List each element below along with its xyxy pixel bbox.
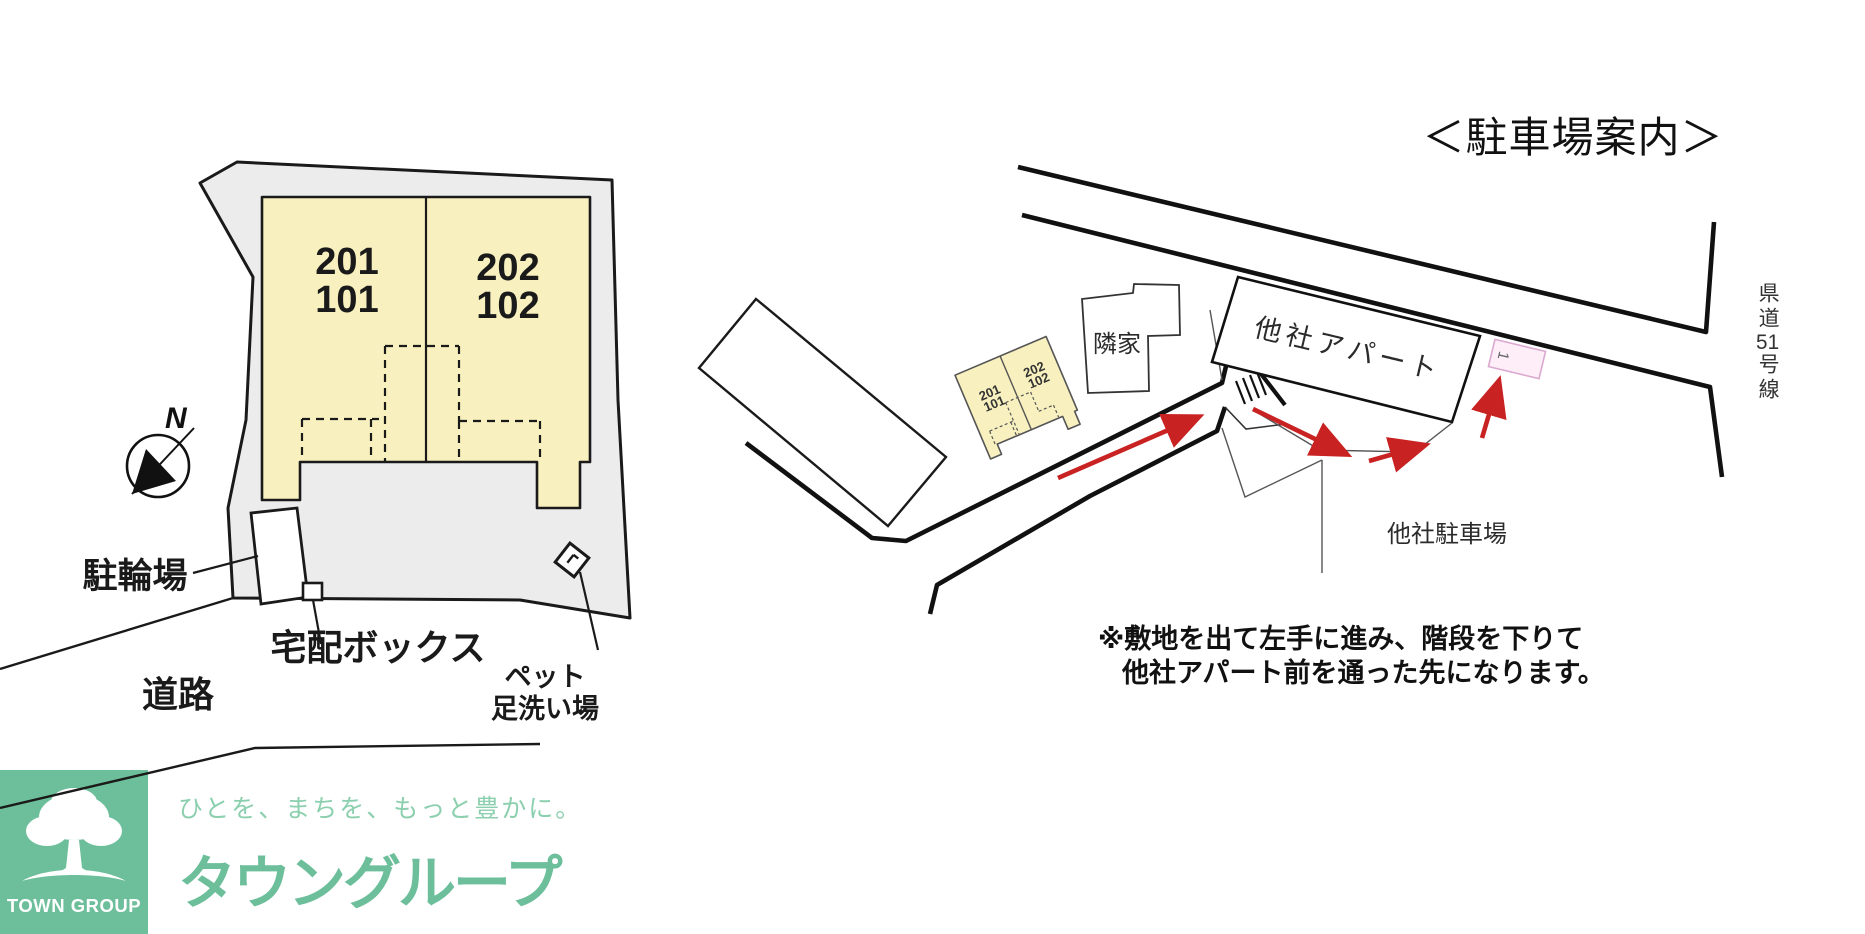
neighbor-house-outline — [1081, 283, 1181, 394]
pet-wash-marker — [553, 541, 591, 579]
footer-tagline: ひとを、まちを、もっと豊かに。 — [178, 795, 582, 823]
apartment-front-thin-line — [1252, 409, 1453, 453]
assigned-parking-space: 1 — [1487, 338, 1547, 380]
pet-wash-label-line1: ペット — [505, 662, 586, 692]
footer-brand: タウングループ — [178, 851, 563, 916]
delivery-box-marker — [301, 581, 324, 602]
parking-guide-map: 隣家 201 101 202 102 他社アパート 1 — [697, 164, 1725, 688]
route-sign-number: 51 — [1756, 332, 1780, 353]
road-label: 道路 — [142, 674, 215, 715]
access-road-lower-line — [927, 406, 1228, 615]
logo-text: TOWN GROUP — [7, 895, 141, 916]
other-parking-label: 他社駐車場 — [1387, 521, 1507, 548]
route-arrow-3 — [1368, 437, 1431, 473]
route-arrows — [1057, 375, 1507, 481]
access-road-upper-line — [744, 361, 1230, 544]
site-plan: 201 101 202 102 N 駐輪場 宅配ボックス ペット 足洗い場 道路 — [0, 160, 632, 810]
unit-101-label: 101 — [315, 279, 378, 321]
note-line-1: ※敷地を出て左手に進み、階段を下りて — [1098, 623, 1583, 654]
interior-dashed-lines — [300, 344, 542, 461]
walkway-thin-line — [1224, 406, 1287, 430]
unit-102-label: 102 — [476, 285, 539, 327]
subject-building-mini: 201 101 202 102 — [954, 335, 1081, 460]
compass-icon: N — [125, 402, 195, 499]
delivery-box-label: 宅配ボックス — [271, 627, 486, 668]
neighbor-house-label: 隣家 — [1093, 331, 1141, 358]
delivery-box-leader-line — [311, 599, 323, 645]
town-group-logo: TOWN GROUP ひとを、まちを、もっと豊かに。 タウングループ — [0, 770, 582, 934]
white-building — [697, 297, 948, 528]
page-title: ＜駐車場案内＞ — [1422, 114, 1723, 161]
bicycle-parking-label: 駐輪場 — [82, 556, 187, 596]
tree-icon — [22, 788, 126, 881]
route-sign-part3: 号線 — [1756, 353, 1780, 403]
bicycle-parking-leader-line — [192, 554, 259, 575]
parking-space-number: 1 — [1494, 350, 1512, 362]
route-arrow-1 — [1057, 413, 1205, 481]
route-sign-part1: 県道 — [1756, 282, 1780, 332]
route-arrow-2 — [1251, 406, 1353, 458]
other-apartment-outline — [1210, 275, 1482, 424]
compass-north-label: N — [165, 402, 188, 435]
note-line-2: 他社アパート前を通った先になります。 — [1121, 657, 1605, 688]
unit-201-label: 201 — [315, 241, 378, 283]
top-road-upper-line — [1017, 164, 1717, 335]
pet-wash-label-line2: 足洗い場 — [491, 694, 599, 724]
road-line-upper — [0, 596, 234, 671]
other-parking-boundary — [1221, 427, 1323, 573]
road-line-lower — [0, 742, 541, 810]
route-51-sign: 県道51号線 — [1756, 282, 1779, 403]
unit-202-label: 202 — [476, 247, 539, 289]
bicycle-parking-area — [249, 506, 310, 606]
pet-wash-leader-line — [578, 571, 600, 651]
route-arrow-4 — [1471, 375, 1507, 439]
top-road-lower-line — [1021, 212, 1725, 478]
stairs-icon — [1234, 371, 1268, 405]
